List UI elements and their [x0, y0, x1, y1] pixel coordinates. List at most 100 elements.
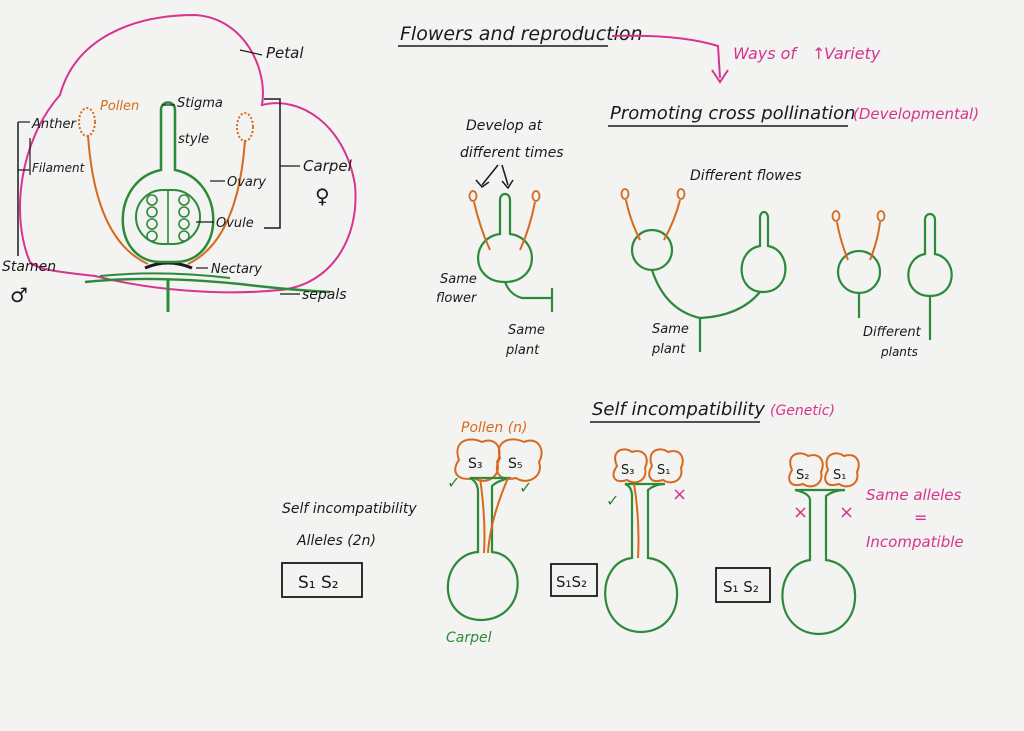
same-flower-stamen-left [473, 201, 491, 251]
incompatible-label: Incompatible [866, 533, 964, 551]
carpel-2 [604, 482, 679, 634]
label-filament: Filament [32, 161, 86, 175]
label-pollen: Pollen [100, 99, 139, 114]
pollen-allele: S₂ [796, 468, 809, 483]
male-symbol: ♂ [10, 283, 28, 307]
pollen-grain [788, 452, 824, 488]
note-up-arrow: ↑ [812, 44, 825, 63]
note-ways-of: Ways of [733, 44, 798, 63]
diff-plant-stamen-left [836, 221, 849, 261]
same-flower-label-line2: flower [436, 291, 478, 306]
same-flower-anther-right [531, 190, 541, 202]
label-style: style [178, 132, 209, 147]
same-flower-label-line1: Same [440, 272, 477, 287]
pollen-allele: S₁ [657, 463, 670, 478]
cross-pollination-section: Promoting cross pollination (Development… [436, 103, 979, 359]
carpel-bracket [264, 98, 281, 229]
cross-pollination-heading: Promoting cross pollination [610, 103, 856, 124]
develop-text-line2: different times [460, 145, 564, 161]
cross-mark: × [839, 502, 854, 523]
ovule [178, 218, 190, 230]
pollen-allele: S₅ [508, 456, 523, 472]
cross-mark: × [672, 484, 687, 505]
develop-arrow-left-head [475, 179, 490, 189]
ovule [146, 194, 158, 206]
alleles-text-line2: Alleles (2n) [296, 533, 376, 549]
ovule [146, 206, 158, 218]
different-plants-label-line2: plants [880, 345, 918, 359]
develop-text-line1: Develop at [466, 118, 543, 134]
carpel-shape [121, 101, 215, 264]
ovule [178, 206, 190, 218]
alleles-box-2-text: S₁S₂ [556, 573, 587, 591]
same-plant-a-label-line2: plant [505, 343, 540, 358]
label-ovule: Ovule [216, 216, 254, 231]
label-petal: Petal [266, 44, 304, 62]
label-carpel: Carpel [303, 157, 353, 175]
label-ovary: Ovary [227, 175, 266, 190]
carpel-1 [446, 476, 519, 622]
alleles-box-3 [715, 567, 771, 603]
diff-plant-ovary-left [836, 249, 882, 295]
same-flower-carpel [477, 192, 533, 284]
alleles-box-1 [281, 562, 363, 598]
sepal-line [84, 277, 331, 294]
same-flower-anther-left [468, 190, 478, 202]
female-symbol: ♀ [315, 184, 330, 208]
anther-left [78, 107, 96, 137]
diff-plant-stamen-right [869, 221, 881, 261]
diff-flower-stamen-left [625, 199, 641, 241]
check-mark: ✓ [447, 473, 460, 492]
label-sepals: sepals [302, 287, 347, 303]
pollen-allele: S₃ [621, 463, 634, 478]
diff-flower-carpel-right [740, 210, 787, 294]
pollen-tube [479, 477, 486, 554]
pollen-allele: S₃ [468, 456, 483, 472]
ovule [146, 218, 158, 230]
pollen-grain [612, 448, 648, 484]
same-plant-b-label-line2: plant [651, 342, 686, 357]
note-arrow [611, 34, 721, 79]
different-plants-label-line1: Different [863, 325, 922, 340]
self-incompatibility-section: Self incompatibility (Genetic) Self inco… [281, 399, 964, 646]
carpel-3 [781, 488, 857, 636]
develop-arrow-right-head [501, 179, 514, 190]
label-anther: Anther [31, 117, 77, 132]
develop-arrow-left [481, 164, 499, 186]
same-plant-a-label-line1: Same [508, 323, 545, 338]
filament-right [187, 139, 246, 265]
same-flower-stamen-right [519, 201, 536, 251]
carpel-label: Carpel [446, 630, 492, 646]
pollen-n-label: Pollen (n) [461, 420, 528, 436]
same-flower-branch [503, 281, 552, 300]
diff-flower-stamen-right [663, 199, 681, 241]
petal-outline [19, 13, 357, 294]
different-flowers-label: Different flowes [690, 168, 802, 184]
same-alleles-label: Same alleles [866, 486, 961, 504]
pollen-tube [633, 483, 640, 559]
ovule [146, 230, 158, 242]
self-incompatibility-tag: (Genetic) [770, 403, 835, 419]
alleles-box-3-text: S₁ S₂ [723, 578, 759, 596]
alleles-text-line1: Self incompatibility [282, 501, 417, 517]
filament-left [87, 134, 149, 265]
ovule [178, 230, 190, 242]
cross-mark: × [793, 502, 808, 523]
label-nectary: Nectary [211, 262, 262, 277]
pollen-grain [824, 452, 860, 488]
leader-petal [239, 49, 263, 56]
equals-sign: = [914, 508, 927, 527]
label-stigma: Stigma [177, 96, 223, 111]
cross-pollination-tag: (Developmental) [853, 105, 979, 123]
sepal-line-inner [99, 272, 231, 279]
alleles-box-1-text: S₁ S₂ [298, 573, 339, 593]
diff-plant-anther-left [831, 210, 841, 222]
same-plant-b-label-line1: Same [652, 322, 689, 337]
label-stamen: Stamen [2, 259, 56, 275]
check-mark: ✓ [519, 478, 532, 497]
diff-flower-anther-left [620, 188, 630, 200]
develop-arrow-right [501, 164, 509, 186]
diff-plant-anther-right [876, 210, 886, 222]
ovule [178, 194, 190, 206]
